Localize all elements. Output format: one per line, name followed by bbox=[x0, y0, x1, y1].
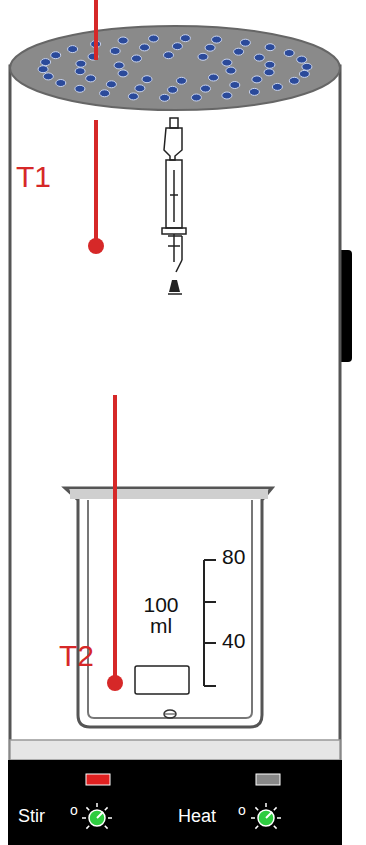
spray-hole bbox=[114, 62, 124, 69]
spray-hole bbox=[249, 88, 259, 95]
spray-hole bbox=[284, 50, 294, 57]
drip bbox=[169, 280, 180, 292]
spray-hole bbox=[142, 76, 152, 83]
spray-hole bbox=[222, 92, 232, 99]
spray-hole bbox=[209, 74, 219, 81]
thermometer-label: T1 bbox=[16, 162, 51, 192]
knob-tick bbox=[274, 826, 277, 829]
thermometer-bulb bbox=[107, 675, 123, 691]
spray-hole bbox=[168, 86, 178, 93]
thermometer-t2 bbox=[113, 395, 117, 680]
hot-plate-top bbox=[10, 740, 340, 760]
scale-value: 80 bbox=[222, 546, 245, 567]
knob-tick bbox=[255, 807, 258, 810]
control-knob bbox=[258, 810, 274, 826]
spray-hole bbox=[140, 44, 150, 51]
chamber-cabinet bbox=[10, 66, 340, 845]
switch-off-mark: o bbox=[70, 803, 78, 817]
spray-hole bbox=[56, 80, 66, 87]
control-panel bbox=[8, 760, 342, 845]
spray-hole bbox=[86, 75, 96, 82]
spray-hole bbox=[212, 36, 222, 43]
thermometer-bulb bbox=[88, 238, 104, 254]
knob-tick bbox=[274, 807, 277, 810]
knob-tick bbox=[82, 817, 86, 819]
knob-tick bbox=[277, 817, 281, 819]
drip bbox=[168, 293, 182, 295]
beaker-label-box bbox=[135, 666, 189, 694]
volume-scale bbox=[204, 560, 216, 686]
thermometer-t1 bbox=[94, 120, 98, 243]
spray-hole bbox=[75, 85, 85, 92]
spray-hole bbox=[265, 44, 275, 51]
spray-hole bbox=[128, 93, 138, 100]
thermometer-t1 bbox=[94, 0, 98, 60]
spray-hole bbox=[110, 48, 120, 55]
thermometer-label: T2 bbox=[59, 641, 94, 671]
spray-hole bbox=[299, 70, 309, 77]
spray-hole bbox=[149, 35, 159, 42]
spray-hole bbox=[205, 44, 215, 51]
spray-hole bbox=[164, 52, 174, 59]
spray-hole bbox=[177, 77, 187, 84]
spray-hole bbox=[252, 76, 262, 83]
spray-holes bbox=[38, 35, 312, 102]
spray-hole bbox=[43, 73, 53, 80]
shower-head bbox=[10, 26, 340, 110]
knob-pointer bbox=[266, 812, 272, 818]
knob-tick bbox=[96, 803, 98, 807]
spray-hole bbox=[38, 66, 48, 73]
knob-tick bbox=[265, 803, 267, 807]
spray-hole bbox=[76, 60, 86, 67]
knob-pointer bbox=[97, 812, 103, 818]
spray-hole bbox=[289, 77, 299, 84]
spray-hole bbox=[172, 43, 182, 50]
spray-hole bbox=[191, 94, 201, 101]
spray-hole bbox=[41, 59, 51, 66]
spray-hole bbox=[272, 83, 282, 90]
knob-tick bbox=[105, 807, 108, 810]
control-label: Stir bbox=[18, 807, 45, 825]
spray-hole bbox=[302, 63, 312, 70]
spray-hole bbox=[51, 52, 61, 59]
spray-hole bbox=[297, 56, 307, 63]
spray-hole bbox=[135, 85, 145, 92]
volume-label: 100 ml bbox=[139, 594, 183, 636]
spray-hole bbox=[254, 54, 264, 61]
knob-tick bbox=[251, 817, 255, 819]
scale-value: 40 bbox=[222, 630, 245, 651]
spray-hole bbox=[264, 69, 274, 76]
knob-tick bbox=[86, 826, 89, 829]
spray-hole bbox=[198, 53, 208, 60]
spray-hole bbox=[160, 94, 170, 101]
spray-hole bbox=[75, 68, 85, 75]
spray-hole bbox=[132, 55, 142, 62]
spray-hole bbox=[106, 81, 116, 88]
knob-tick bbox=[108, 817, 112, 819]
stir-indicator bbox=[86, 774, 110, 785]
heat-indicator bbox=[256, 774, 280, 785]
spray-hole bbox=[222, 59, 232, 66]
spray-hole bbox=[240, 39, 250, 46]
knob-tick bbox=[105, 826, 108, 829]
switch-off-mark: o bbox=[238, 803, 246, 817]
spray-hole bbox=[234, 48, 244, 55]
spray-hole bbox=[226, 67, 236, 74]
spray-hole bbox=[100, 90, 110, 97]
knob-tick bbox=[86, 807, 89, 810]
spray-hole bbox=[118, 37, 128, 44]
spray-hole bbox=[230, 82, 240, 89]
spray-hole bbox=[180, 35, 190, 42]
spray-hole bbox=[68, 46, 78, 53]
beaker bbox=[65, 488, 272, 727]
burette bbox=[162, 118, 186, 272]
spray-hole bbox=[118, 70, 128, 77]
control-label: Heat bbox=[178, 807, 216, 825]
spray-hole bbox=[265, 61, 275, 68]
control-knobs bbox=[82, 803, 281, 829]
knob-tick bbox=[255, 826, 258, 829]
control-knob bbox=[89, 810, 105, 826]
spray-hole bbox=[201, 85, 211, 92]
